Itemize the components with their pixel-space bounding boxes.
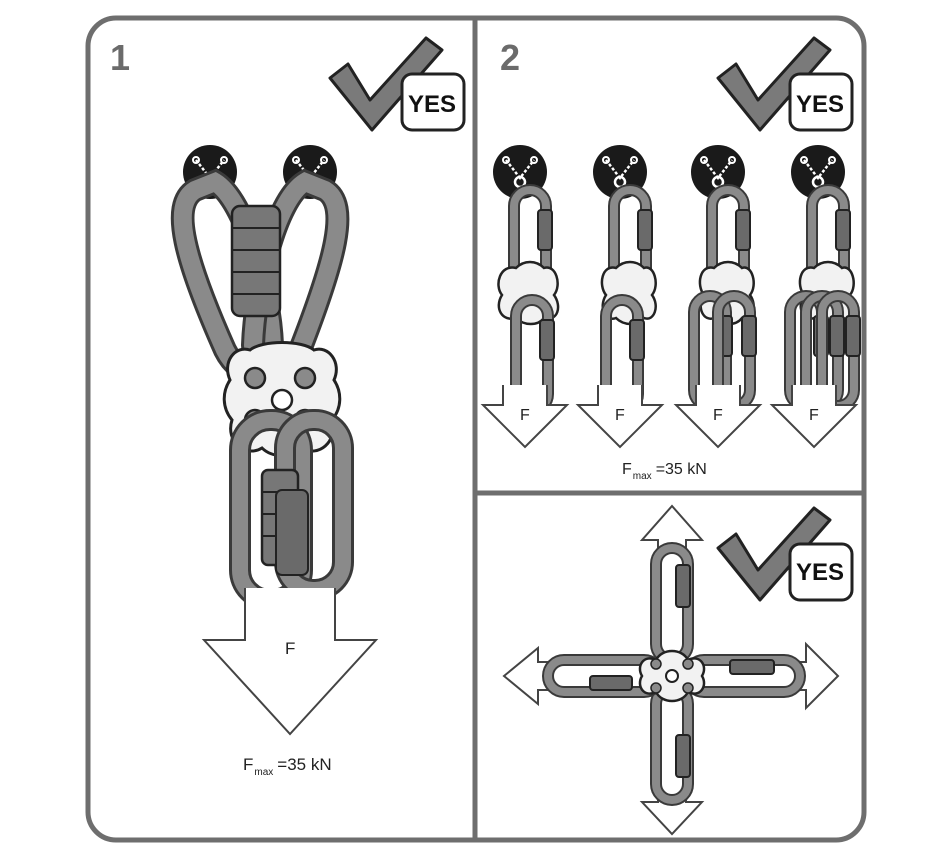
panel-1: 1 YES (110, 36, 466, 778)
panel-2-yes-label: YES (796, 91, 844, 118)
force-label: F (809, 407, 819, 424)
panel-1-yes-badge: YES (328, 36, 466, 132)
panel-1-yes-label: YES (408, 91, 456, 118)
panel-3-yes-badge: YES (716, 506, 854, 602)
panel-1-force-label: F (285, 639, 295, 658)
force-arrow-icon (790, 641, 840, 711)
panel-2-yes-badge: YES (716, 36, 854, 132)
locking-sleeve (260, 468, 309, 576)
panel-2-fmax: Fmax=35 kN (622, 461, 707, 482)
panel-2: 2 YES F F F (482, 36, 860, 482)
panel-1-fmax: Fmax=35 kN (243, 755, 332, 778)
panel-2-number: 2 (500, 37, 520, 78)
force-label: F (713, 407, 723, 424)
carabiner-icon (682, 654, 806, 698)
locking-sleeve (230, 204, 282, 318)
panel-3: YES (502, 504, 854, 836)
panel-1-number: 1 (110, 37, 130, 78)
rigging-plate-icon (638, 649, 706, 703)
carabiner-icon (650, 682, 694, 806)
config-4: F (771, 143, 860, 448)
force-label: F (520, 407, 530, 424)
panel-3-yes-label: YES (796, 559, 844, 586)
force-arrow-icon (502, 645, 560, 707)
config-1: F (482, 143, 568, 448)
force-arrow-icon (639, 785, 705, 836)
config-3: F (675, 143, 760, 448)
force-arrow-icon (201, 588, 379, 736)
carabiner-icon (650, 542, 694, 666)
checkmark-icon (716, 506, 854, 602)
force-label: F (615, 407, 625, 424)
config-2: F (577, 143, 663, 448)
force-arrow-icon (639, 504, 705, 560)
